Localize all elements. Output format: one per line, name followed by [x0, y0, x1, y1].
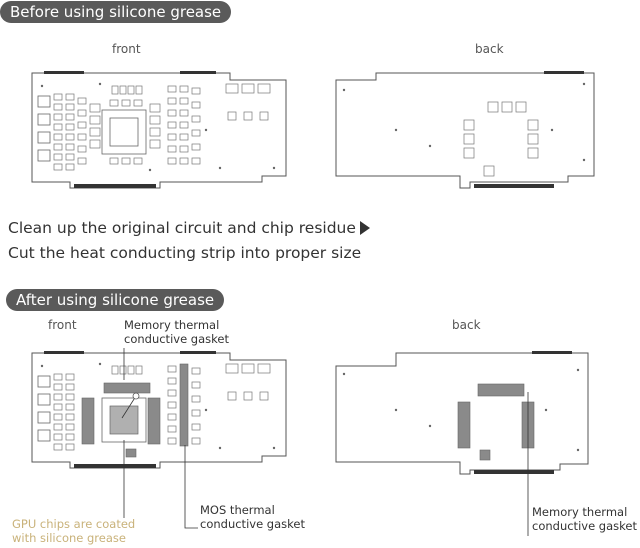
- after-front-label: front: [48, 318, 77, 332]
- before-front-label: front: [112, 42, 141, 56]
- memory-pad-left: [81, 397, 95, 445]
- step-cut: Cut the heat conducting strip into prope…: [8, 244, 362, 262]
- gpu-grease-note-line1: GPU chips are coated: [12, 517, 136, 531]
- memory-pad-bottom: [125, 448, 137, 458]
- after-back-board: [335, 351, 589, 475]
- gpu-grease-note-line2: with silicone grease: [12, 531, 126, 545]
- back-memory-pad-top: [477, 383, 525, 397]
- back-memory-pad-bottom: [479, 449, 491, 461]
- step-clean: Clean up the original circuit and chip r…: [8, 219, 370, 237]
- memory-gasket-back-label: Memory thermal conductive gasket: [532, 505, 637, 533]
- gpu-chip-grease: [109, 405, 139, 435]
- memory-pad-right: [147, 397, 161, 445]
- memory-gasket-back-line2: conductive gasket: [532, 519, 637, 533]
- before-front-board: [31, 71, 287, 189]
- mos-pad: [179, 363, 189, 447]
- mos-gasket-line1: MOS thermal: [200, 503, 275, 517]
- memory-gasket-front-label: Memory thermal conductive gasket: [124, 318, 229, 346]
- memory-gasket-back-line1: Memory thermal: [532, 505, 628, 519]
- step-clean-text: Clean up the original circuit and chip r…: [8, 219, 356, 237]
- memory-pad-top: [103, 382, 151, 394]
- mos-gasket-line2: conductive gasket: [200, 517, 305, 531]
- after-front-board: [31, 351, 287, 469]
- back-memory-pad-left: [457, 401, 471, 449]
- memory-gasket-front-line2: conductive gasket: [124, 332, 229, 346]
- after-back-label: back: [452, 318, 481, 332]
- before-title: Before using silicone grease: [0, 1, 232, 23]
- after-title: After using silicone grease: [6, 289, 225, 311]
- memory-gasket-front-line1: Memory thermal: [124, 318, 220, 332]
- gpu-grease-note: GPU chips are coated with silicone greas…: [12, 517, 135, 545]
- before-back-board: [335, 71, 595, 189]
- mos-gasket-label: MOS thermal conductive gasket: [200, 503, 305, 531]
- triangle-right-icon: [359, 221, 370, 235]
- before-back-label: back: [475, 42, 504, 56]
